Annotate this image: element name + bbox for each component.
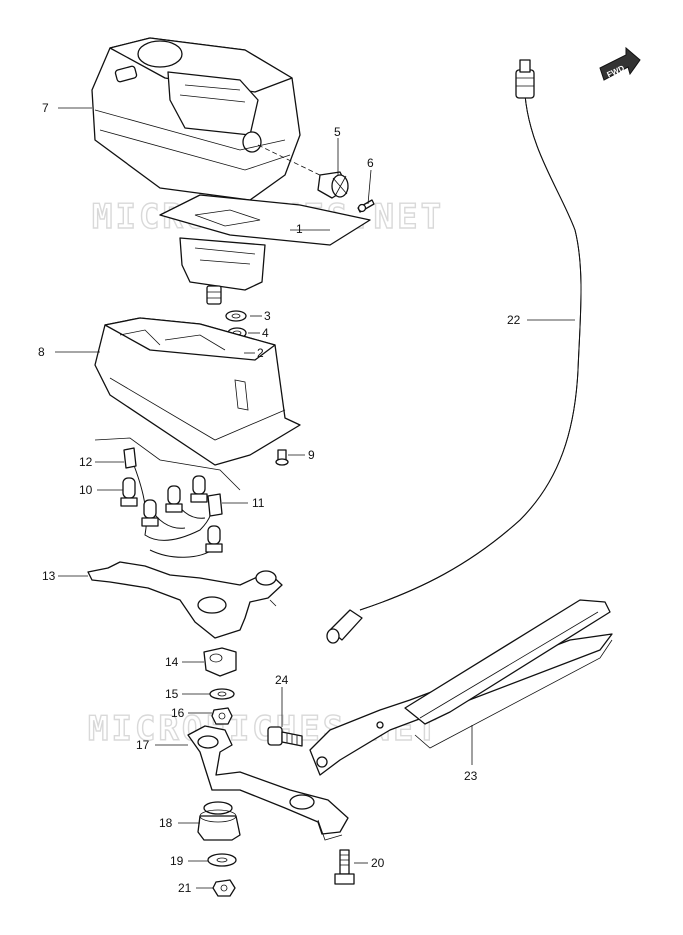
callout-5: 5 — [334, 125, 341, 139]
drive-gear-part-5 — [257, 144, 349, 199]
screw-part-6 — [357, 199, 375, 213]
callout-10: 10 — [79, 483, 93, 497]
callout-13: 13 — [42, 569, 56, 583]
callout-22: 22 — [507, 313, 521, 327]
screw-part-9 — [275, 449, 289, 466]
washer-part-19 — [207, 853, 237, 867]
callout-3: 3 — [264, 309, 271, 323]
bolt-part-24 — [267, 726, 303, 747]
callout-7: 7 — [42, 101, 49, 115]
callout-18: 18 — [159, 816, 173, 830]
callout-2: 2 — [257, 346, 264, 360]
washer-part-3 — [225, 310, 247, 322]
callout-1: 1 — [296, 222, 303, 236]
bolt-part-20 — [334, 849, 355, 885]
mounting-bracket-part-17 — [187, 725, 349, 841]
bulb-socket-part-11 — [207, 493, 223, 517]
callout-16: 16 — [171, 706, 185, 720]
bulb-socket-part-10 — [120, 477, 138, 507]
callout-14: 14 — [165, 655, 179, 669]
lower-case-part-8 — [94, 317, 301, 466]
fwd-arrow-badge: FWD — [599, 46, 641, 81]
callout-8: 8 — [38, 345, 45, 359]
callout-21: 21 — [178, 881, 192, 895]
callout-11: 11 — [252, 496, 265, 510]
nut-part-16 — [211, 707, 233, 725]
bracket-plate-part-13 — [87, 561, 283, 639]
leader-lines — [55, 107, 575, 889]
grommet-part-14 — [203, 647, 237, 677]
damper-part-18 — [197, 801, 241, 841]
callout-4: 4 — [262, 326, 269, 340]
callout-20: 20 — [371, 856, 385, 870]
callout-17: 17 — [136, 738, 150, 752]
callout-labels: 1 2 3 4 5 6 7 8 9 10 11 12 13 14 15 16 1… — [38, 101, 521, 895]
callout-12: 12 — [79, 455, 93, 469]
callout-19: 19 — [170, 854, 184, 868]
callout-6: 6 — [367, 156, 374, 170]
nut-part-21 — [212, 879, 236, 897]
callout-15: 15 — [165, 687, 179, 701]
callout-23: 23 — [464, 769, 478, 783]
bulb-socket-part-12 — [123, 447, 137, 469]
callout-24: 24 — [275, 673, 289, 687]
bulb-sockets-cluster — [141, 475, 223, 553]
meter-case-part-7 — [91, 37, 301, 201]
washer-part-15 — [209, 688, 235, 700]
cable-clamp-part-23 — [309, 599, 613, 776]
callout-9: 9 — [308, 448, 315, 462]
speedometer-cable-part-22 — [326, 59, 582, 644]
meter-unit-part-1 — [159, 194, 371, 305]
